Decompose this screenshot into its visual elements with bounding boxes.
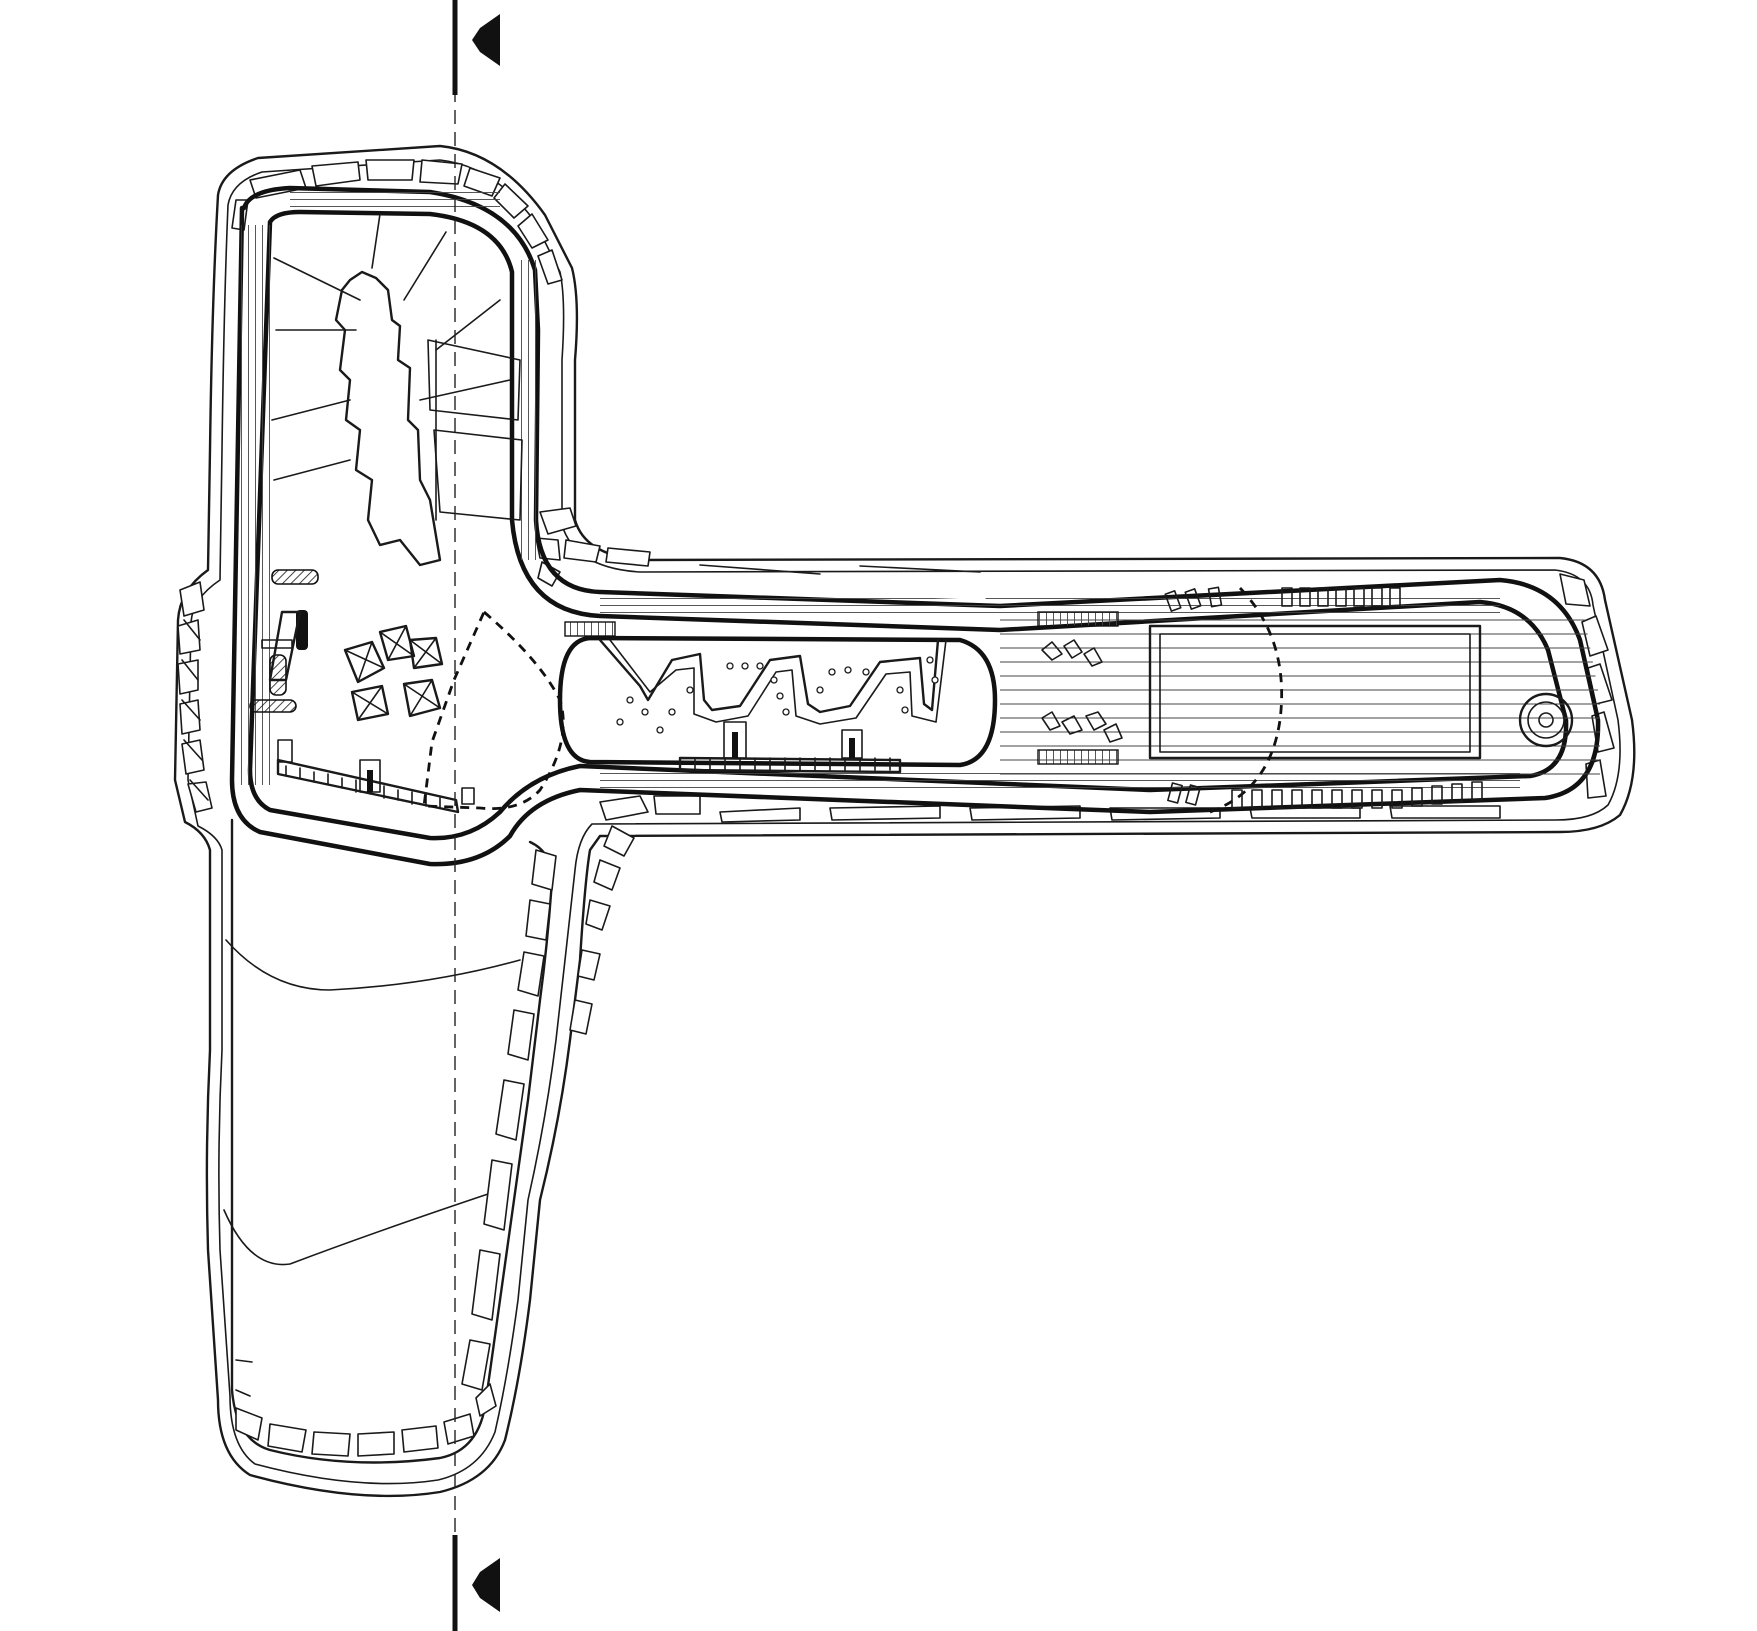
bleacher-north bbox=[1037, 611, 1119, 627]
bench-cluster bbox=[1041, 639, 1123, 743]
court-inner bbox=[1159, 633, 1471, 753]
outer-boundary bbox=[173, 144, 1636, 1498]
paving-cells-west bbox=[177, 581, 213, 813]
unit-a bbox=[277, 739, 293, 763]
path-markers bbox=[616, 656, 939, 734]
parking-north bbox=[1164, 586, 1401, 612]
east-arm bbox=[557, 586, 1600, 814]
paving-cells-south bbox=[235, 1383, 497, 1457]
south-wing bbox=[223, 818, 557, 1464]
roundabout-outer bbox=[1518, 692, 1574, 748]
track-hatch-arm-north bbox=[600, 596, 1500, 614]
bench-4 bbox=[249, 699, 297, 713]
roundabout-center bbox=[1538, 712, 1554, 728]
track-hatch-east bbox=[515, 260, 540, 560]
kiosk-cluster bbox=[343, 624, 444, 722]
paving-strip-south bbox=[699, 564, 1501, 823]
bench-5 bbox=[261, 639, 293, 649]
paving-cells-south-east bbox=[461, 849, 557, 1391]
bench-2 bbox=[296, 610, 308, 650]
track-loop bbox=[229, 185, 1601, 867]
roundabout-inner bbox=[1527, 701, 1565, 739]
arm-unit-1-core bbox=[732, 732, 738, 758]
stair-block bbox=[564, 621, 616, 637]
bench-1 bbox=[271, 569, 319, 585]
bleacher-south bbox=[1037, 749, 1119, 765]
north-plaza bbox=[249, 213, 565, 814]
unit-c bbox=[461, 787, 475, 805]
unit-b-core bbox=[367, 770, 373, 792]
arm-unit-2-core bbox=[849, 738, 855, 758]
track-hatch-west bbox=[235, 225, 270, 785]
parking-south bbox=[1167, 781, 1483, 809]
section-cut-arrow-icon-bottom bbox=[472, 1558, 500, 1612]
court-outer bbox=[1148, 624, 1482, 760]
track-hatch-north bbox=[290, 190, 500, 212]
section-cut-arrow-icon bbox=[472, 14, 500, 66]
track-hatch-arm-south bbox=[600, 772, 1520, 790]
